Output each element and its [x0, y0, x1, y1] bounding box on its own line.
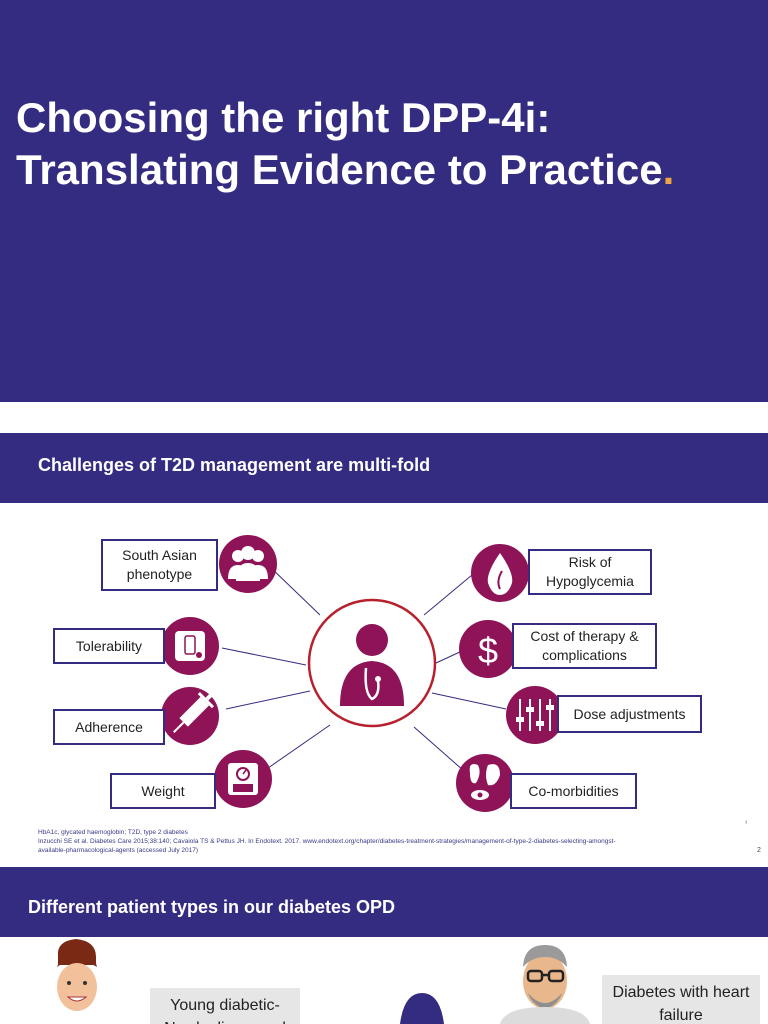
slide-banner: Different patient types in our diabetes …	[0, 867, 768, 937]
patient-illustrations	[57, 939, 590, 1024]
syringe-icon	[161, 687, 219, 745]
young-man-icon	[57, 939, 97, 1011]
slide-title: Choosing the right DPP-4i: Translating E…	[16, 92, 756, 196]
title-line-2: Translating Evidence to Practice.	[16, 144, 756, 196]
medication-icon	[161, 617, 219, 675]
challenges-slide: Challenges of T2D management are multi-f…	[0, 433, 768, 866]
references: HbA1c, glycated haemoglobin; T2D, type 2…	[38, 828, 638, 855]
label-weight: Weight	[110, 773, 216, 809]
connector-lines	[221, 564, 507, 776]
label-adherence: Adherence	[53, 709, 165, 745]
banner-title: Different patient types in our diabetes …	[28, 897, 396, 917]
label-co-morbidities: Co-morbidities	[510, 773, 637, 809]
scale-icon	[214, 750, 272, 808]
group-icon	[219, 535, 277, 593]
older-man-icon	[500, 945, 590, 1024]
challenges-diagram: $	[161, 535, 564, 812]
bubble-icon	[400, 993, 444, 1024]
title-slide: Choosing the right DPP-4i: Translating E…	[0, 0, 768, 402]
tick-mark: ³	[745, 821, 747, 827]
title-line-1: Choosing the right DPP-4i:	[16, 94, 551, 141]
patient-type-heart-failure: Diabetes with heart failure	[602, 975, 760, 1024]
dollar-glyph: $	[478, 630, 498, 671]
patient-type-young-diabetic: Young diabetic- Newly diagnosed	[150, 988, 300, 1024]
slide-banner: Challenges of T2D management are multi-f…	[0, 433, 768, 503]
label-tolerability: Tolerability	[53, 628, 165, 664]
doctor-icon	[307, 598, 437, 728]
label-south-asian-phenotype: South Asian phenotype	[101, 539, 218, 591]
page-number: 2	[757, 847, 761, 854]
organs-icon	[456, 754, 514, 812]
label-cost-of-therapy: Cost of therapy & complications	[512, 623, 657, 669]
banner-title: Challenges of T2D management are multi-f…	[38, 455, 431, 475]
references-citations: Inzucchi SE et al. Diabetes Care 2015;38…	[38, 838, 616, 854]
label-dose-adjustments: Dose adjustments	[557, 695, 702, 733]
title-line-2-text: Translating Evidence to Practice	[16, 146, 663, 193]
sliders-icon	[506, 686, 564, 744]
title-accent-dot: .	[662, 146, 675, 193]
blood-drop-icon	[471, 544, 529, 602]
references-abbreviations: HbA1c, glycated haemoglobin; T2D, type 2…	[38, 829, 188, 836]
label-risk-of-hypoglycemia: Risk of Hypoglycemia	[528, 549, 652, 595]
patient-types-slide: Different patient types in our diabetes …	[0, 867, 768, 1024]
dollar-icon: $	[459, 620, 517, 678]
